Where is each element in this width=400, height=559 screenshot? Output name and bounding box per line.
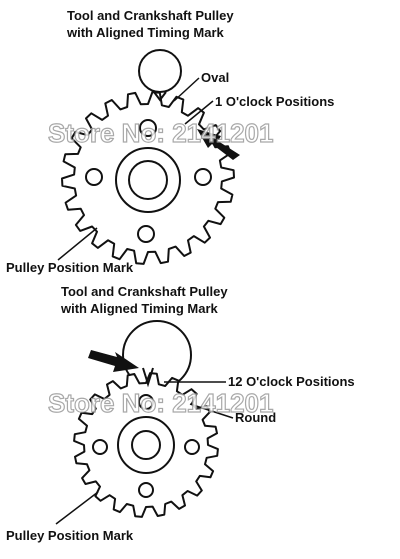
top-diagram: Tool and Crankshaft Pulley with Aligned …	[6, 8, 334, 275]
top-label-oval: Oval	[201, 70, 229, 85]
top-watermark: Store No: 2141201	[48, 118, 273, 148]
bottom-hole-right	[184, 439, 200, 455]
top-oval-leader	[173, 77, 200, 102]
bottom-pointer-arrow	[88, 350, 139, 372]
bottom-diagram: Tool and Crankshaft Pulley with Aligned …	[6, 284, 355, 543]
top-label-position: 1 O'clock Positions	[215, 94, 334, 109]
top-hub-bore	[128, 160, 168, 200]
top-hole-bottom	[137, 225, 155, 243]
bottom-hub-bore	[131, 430, 161, 460]
top-tool-oval	[138, 49, 182, 93]
bottom-hole-top	[138, 394, 154, 410]
bottom-hole-bottom	[138, 482, 154, 498]
top-hole-left	[85, 168, 103, 186]
top-hole-top	[139, 119, 157, 137]
top-pulley-leader	[57, 227, 98, 261]
top-pointer-arrow	[197, 129, 240, 160]
bottom-label-round: Round	[235, 410, 276, 425]
bottom-title-line2: with Aligned Timing Mark	[60, 301, 219, 316]
bottom-watermark: Store No: 2141201	[48, 388, 273, 418]
top-position-leader	[184, 100, 214, 125]
bottom-label-position: 12 O'clock Positions	[228, 374, 355, 389]
bottom-title-line1: Tool and Crankshaft Pulley	[61, 284, 228, 299]
bottom-timing-mark	[142, 367, 154, 388]
top-label-pulley: Pulley Position Mark	[6, 260, 134, 275]
bottom-hole-left	[92, 439, 108, 455]
bottom-label-pulley: Pulley Position Mark	[6, 528, 134, 543]
top-hole-right	[194, 168, 212, 186]
bottom-pulley-leader	[55, 491, 99, 525]
bottom-round-leader	[189, 403, 234, 419]
top-timing-mark	[153, 91, 167, 102]
top-title-line1: Tool and Crankshaft Pulley	[67, 8, 234, 23]
top-title-line2: with Aligned Timing Mark	[66, 25, 225, 40]
